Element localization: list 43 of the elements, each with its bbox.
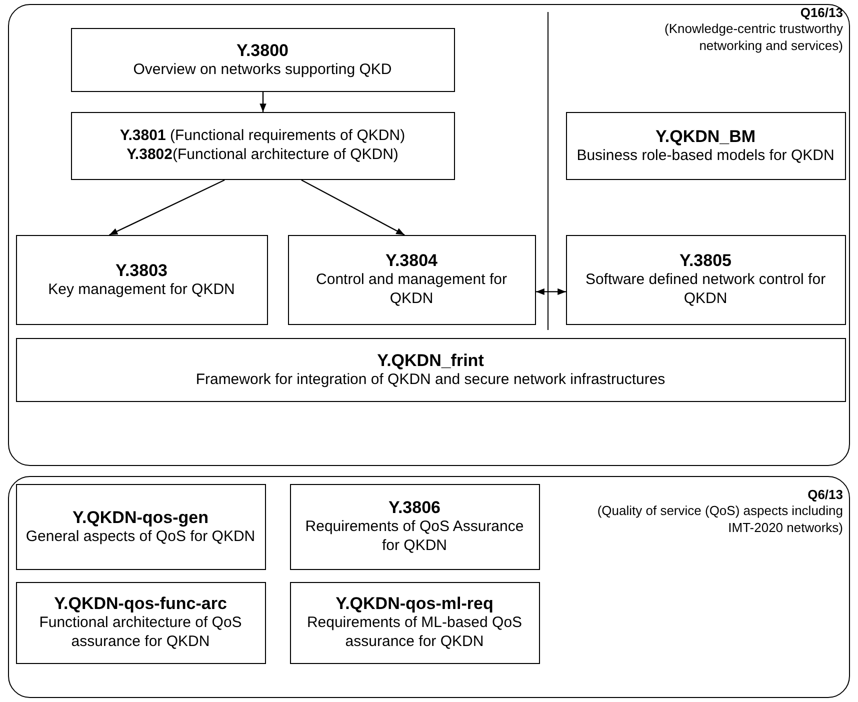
group-heading: Q6/13 xyxy=(806,487,843,504)
box-description: Y.3801 (Functional requirements of QKDN) xyxy=(120,126,406,146)
standard-box xyxy=(290,484,540,570)
box-description: Overview on networks supporting QKD xyxy=(133,60,392,80)
standard-box xyxy=(16,234,268,324)
box-description: Software defined network control for QKDN xyxy=(584,271,827,309)
group-description: (Knowledge-centric trustworthy networking and services) xyxy=(664,21,843,54)
standard-box xyxy=(566,234,846,324)
arrow xyxy=(108,179,225,236)
standard-box xyxy=(288,234,536,324)
box-title: Y.QKDN-qos-ml-req xyxy=(336,593,494,614)
box-title: Y.3805 xyxy=(680,250,732,272)
group-heading: Q16/13 xyxy=(799,5,843,22)
box-description: Business role-based models for QKDN xyxy=(576,146,834,166)
box-description: Framework for integration of QKDN and secure network infrastructures xyxy=(196,370,666,390)
standard-box xyxy=(70,112,454,180)
standard-box xyxy=(566,112,846,180)
standard-box xyxy=(70,28,454,92)
standard-box xyxy=(16,338,846,402)
box-title: Y.QKDN_frint xyxy=(377,350,484,371)
box-title: Y.3804 xyxy=(386,250,438,272)
group-panel xyxy=(8,476,850,698)
box-title: Y.QKDN-qos-gen xyxy=(72,506,208,528)
box-description: Requirements of QoS Assurance for QKDN xyxy=(304,518,525,556)
arrow xyxy=(301,179,405,236)
box-description: Key management for QKDN xyxy=(48,280,235,300)
standard-box xyxy=(16,484,266,570)
box-description: Requirements of ML-based QoS assurance for QKDN xyxy=(306,614,524,652)
box-description: Y.3802(Functional architecture of QKDN) xyxy=(126,146,398,164)
box-description: Control and management for QKDN xyxy=(315,271,508,309)
box-title: Y.QKDN-qos-func-arc xyxy=(54,593,227,614)
box-title: Y.QKDN_BM xyxy=(655,126,756,147)
group-description: (Quality of service (QoS) aspects including IMT-2020 networks) xyxy=(596,503,843,536)
standard-box xyxy=(290,582,540,664)
group-panel xyxy=(8,4,850,466)
box-title: Y.3803 xyxy=(116,260,168,281)
arrow xyxy=(260,92,266,112)
standard-box xyxy=(16,582,266,664)
box-title: Y.3800 xyxy=(236,40,288,61)
arrow xyxy=(536,288,566,296)
box-description: General aspects of QoS for QKDN xyxy=(26,528,256,546)
box-title: Y.3806 xyxy=(388,497,440,518)
box-description: Functional architecture of QoS assurance for QKDN xyxy=(38,614,243,652)
